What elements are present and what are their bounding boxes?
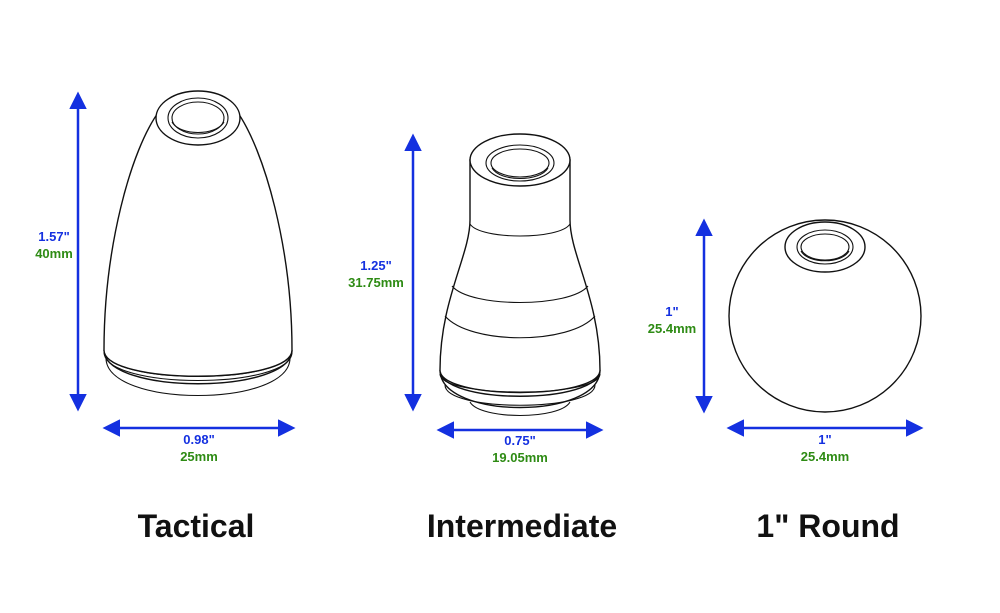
tactical-width-inch: 0.98" (183, 432, 214, 447)
tactical-title: Tactical (138, 508, 255, 544)
intermediate-width-inch: 0.75" (504, 433, 535, 448)
tactical-height-mm: 40mm (35, 246, 73, 261)
tactical-knob (103, 90, 293, 396)
round-title: 1" Round (756, 508, 899, 544)
intermediate-height-mm: 31.75mm (348, 275, 404, 290)
tactical-width-mm: 25mm (180, 449, 218, 464)
intermediate-height-inch: 1.25" (360, 258, 391, 273)
round-width-mm: 25.4mm (801, 449, 849, 464)
tactical-height-inch: 1.57" (38, 229, 69, 244)
intermediate-width-mm: 19.05mm (492, 450, 548, 465)
round-height-mm: 25.4mm (648, 321, 696, 336)
intermediate-title: Intermediate (427, 508, 617, 544)
round-knob (728, 219, 922, 413)
intermediate-knob (439, 133, 601, 417)
round-height-inch: 1" (665, 304, 678, 319)
round-width-inch: 1" (818, 432, 831, 447)
